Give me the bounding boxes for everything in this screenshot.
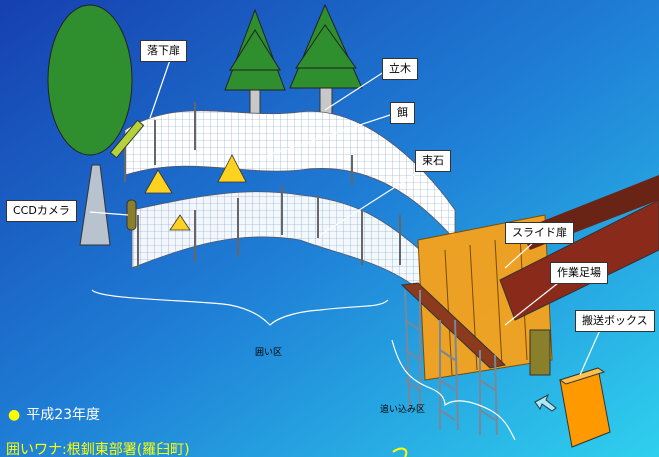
callout-transport-box: 搬送ボックス	[575, 310, 655, 332]
transport-box-shape	[558, 367, 611, 448]
callout-ccd-camera: CCDカメラ	[6, 200, 77, 222]
callout-slide-gate: スライド扉	[505, 222, 574, 244]
callout-foundation-stone: 束石	[415, 150, 451, 172]
region-label-kakoi: 囲い区	[255, 348, 283, 358]
region-label-oikomi: 追い込み区	[380, 405, 426, 415]
year-heading: ● 平成23年度	[8, 404, 100, 424]
oikomi-ku-brace	[391, 339, 516, 441]
direction-arrow	[534, 393, 557, 412]
callout-bait: 餌	[390, 102, 415, 124]
deciduous-tree	[47, 4, 133, 246]
partial-caption: 囲いワナ:根釧東部署(羅臼町)	[6, 442, 190, 457]
scaffold-legs	[404, 289, 498, 436]
callout-standing-tree: 立木	[382, 58, 418, 80]
conifer-tree-left	[224, 8, 286, 117]
callout-drop-gate: 落下扉	[140, 40, 187, 62]
ccd-camera	[126, 199, 137, 231]
transport-chute	[499, 199, 659, 321]
drop-gate	[109, 119, 145, 159]
back-fence	[124, 110, 456, 242]
year-text: 平成23年度	[26, 407, 101, 423]
conifer-tree-right	[289, 3, 363, 126]
bait-cones	[144, 154, 247, 231]
callout-work-scaffold: 作業足場	[550, 262, 608, 284]
bullet-icon: ●	[8, 407, 21, 423]
cut-hook	[392, 447, 408, 457]
work-scaffold	[400, 282, 507, 369]
kakoi-ku-brace	[91, 289, 389, 326]
